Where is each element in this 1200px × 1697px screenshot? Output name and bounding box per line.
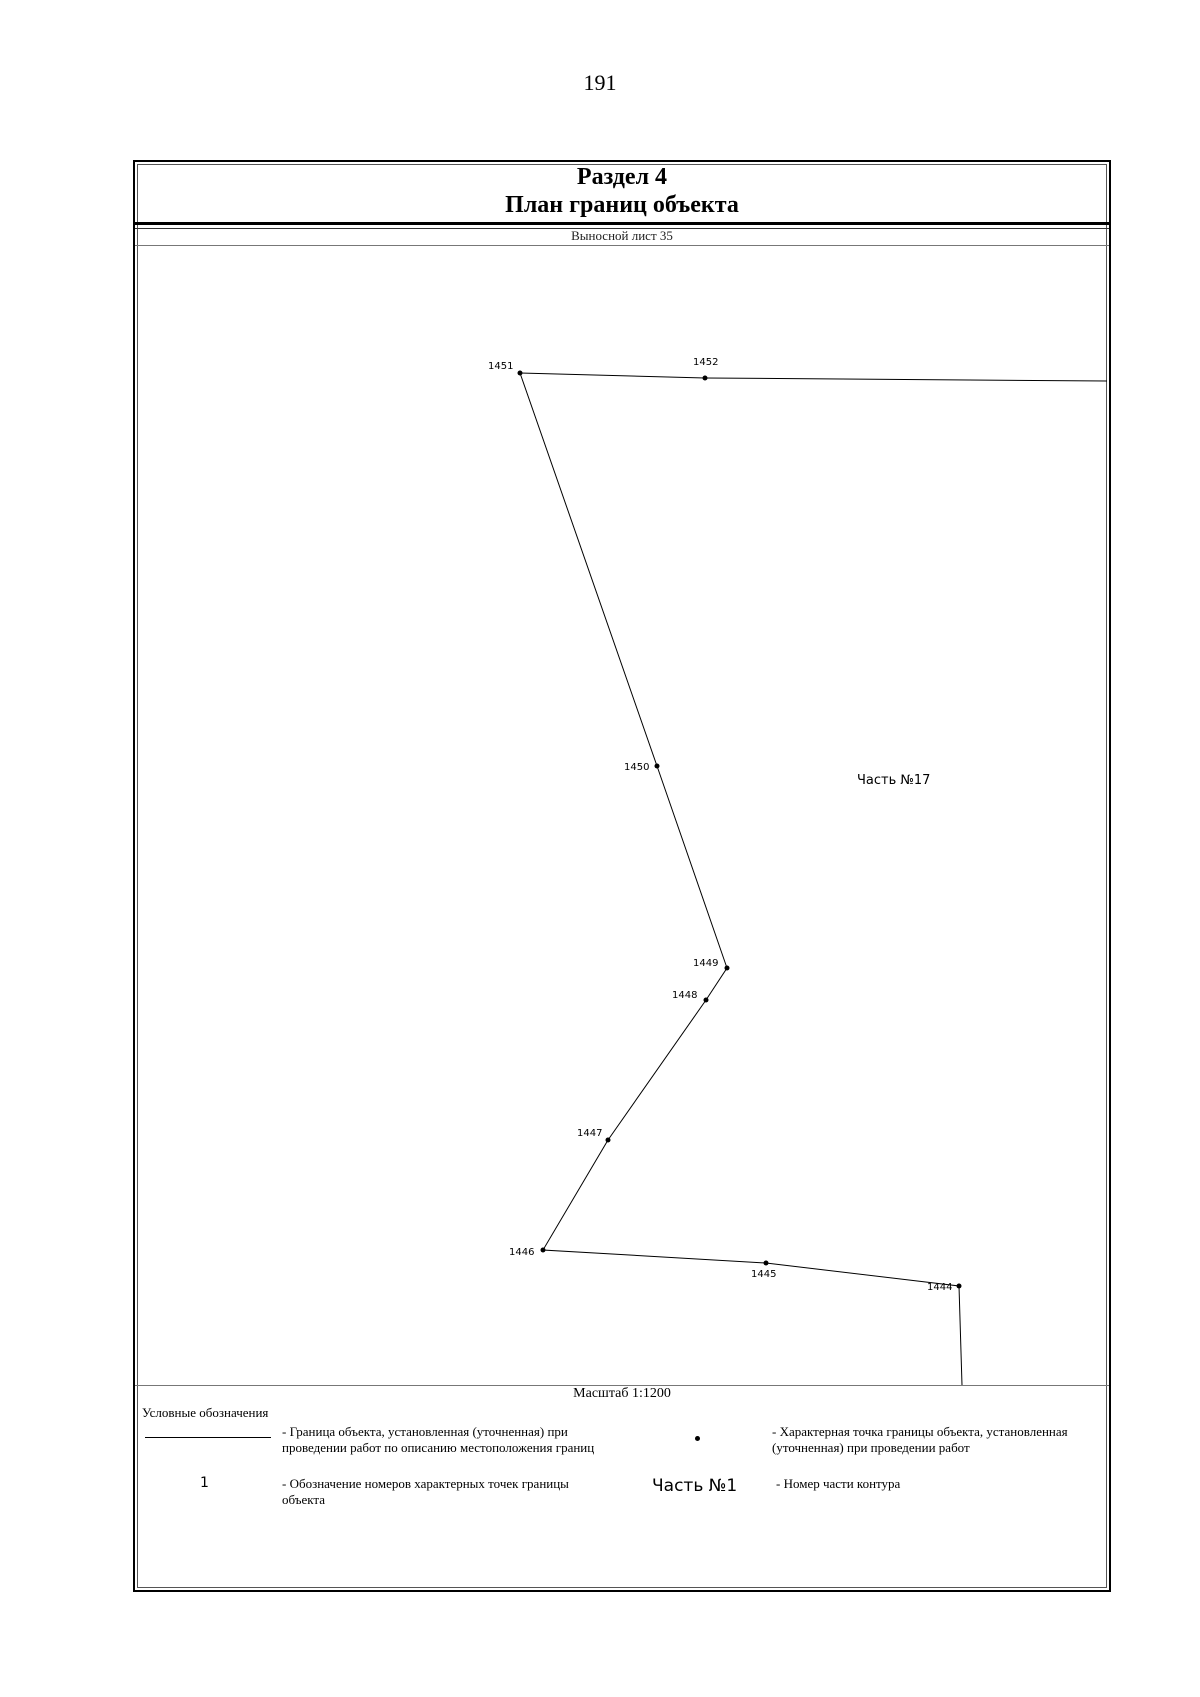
legend-boundary-text: - Граница объекта, установленная (уточне… [282,1424,595,1455]
header-divider [135,222,1109,225]
point-1447: 1447 [577,1128,611,1143]
point-marker [517,370,523,376]
legend-part-sample: Часть №1 [652,1476,738,1496]
point-1448: 1448 [672,990,709,1003]
legend-point-number-sample: 1 [200,1475,209,1491]
plan-title: План границ объекта [505,192,739,218]
point-label: 1449 [693,958,718,969]
point-1444: 1444 [927,1282,962,1293]
point-1452: 1452 [693,357,718,381]
point-label: 1447 [577,1128,602,1139]
point-marker [654,763,660,769]
point-1445: 1445 [751,1260,776,1280]
point-marker [956,1283,962,1289]
point-1451: 1451 [488,361,523,376]
point-label: 1446 [509,1247,534,1258]
legend-boundary-line-sample [145,1437,271,1438]
plan-top-divider [135,245,1109,246]
scale-label: Масштаб 1:1200 [573,1386,671,1401]
point-marker [605,1137,611,1143]
point-1449: 1449 [693,958,730,971]
legend-point-number-text: - Обозначение номеров характерных точек … [282,1476,569,1507]
point-marker [703,997,709,1003]
plan-bottom-divider [135,1385,1109,1386]
point-label: 1448 [672,990,697,1001]
point-label: 1450 [624,762,649,773]
boundary-plan-svg: 1451 1452 1450 1449 1448 1447 1446 1445 [488,357,1107,1385]
point-label: 1444 [927,1282,952,1293]
page-number: 191 [583,70,617,95]
legend-part-text: - Номер части контура [776,1476,901,1491]
point-label: 1452 [693,357,718,368]
boundary-line [519,372,963,1385]
legend-title: Условные обозначения [142,1405,269,1420]
point-marker [724,965,730,971]
legend-point-dot-icon [695,1436,700,1441]
document-frame [133,160,1111,1592]
boundary-line [519,372,1107,382]
point-1446: 1446 [509,1247,546,1258]
point-1450: 1450 [624,762,660,773]
section-title: Раздел 4 [576,164,668,190]
point-marker [540,1247,546,1253]
point-label: 1451 [488,361,513,372]
point-marker [702,375,708,381]
point-marker [763,1260,769,1266]
header-divider-thin [135,228,1109,229]
point-label: 1445 [751,1269,776,1280]
boundary-plan: 1451 1452 1450 1449 1448 1447 1446 1445 [137,246,1107,1385]
sheet-label: Выносной лист 35 [571,228,673,243]
legend-characteristic-point-text: - Характерная точка границы объекта, уст… [772,1424,1068,1455]
part-label: Часть №17 [857,773,930,788]
